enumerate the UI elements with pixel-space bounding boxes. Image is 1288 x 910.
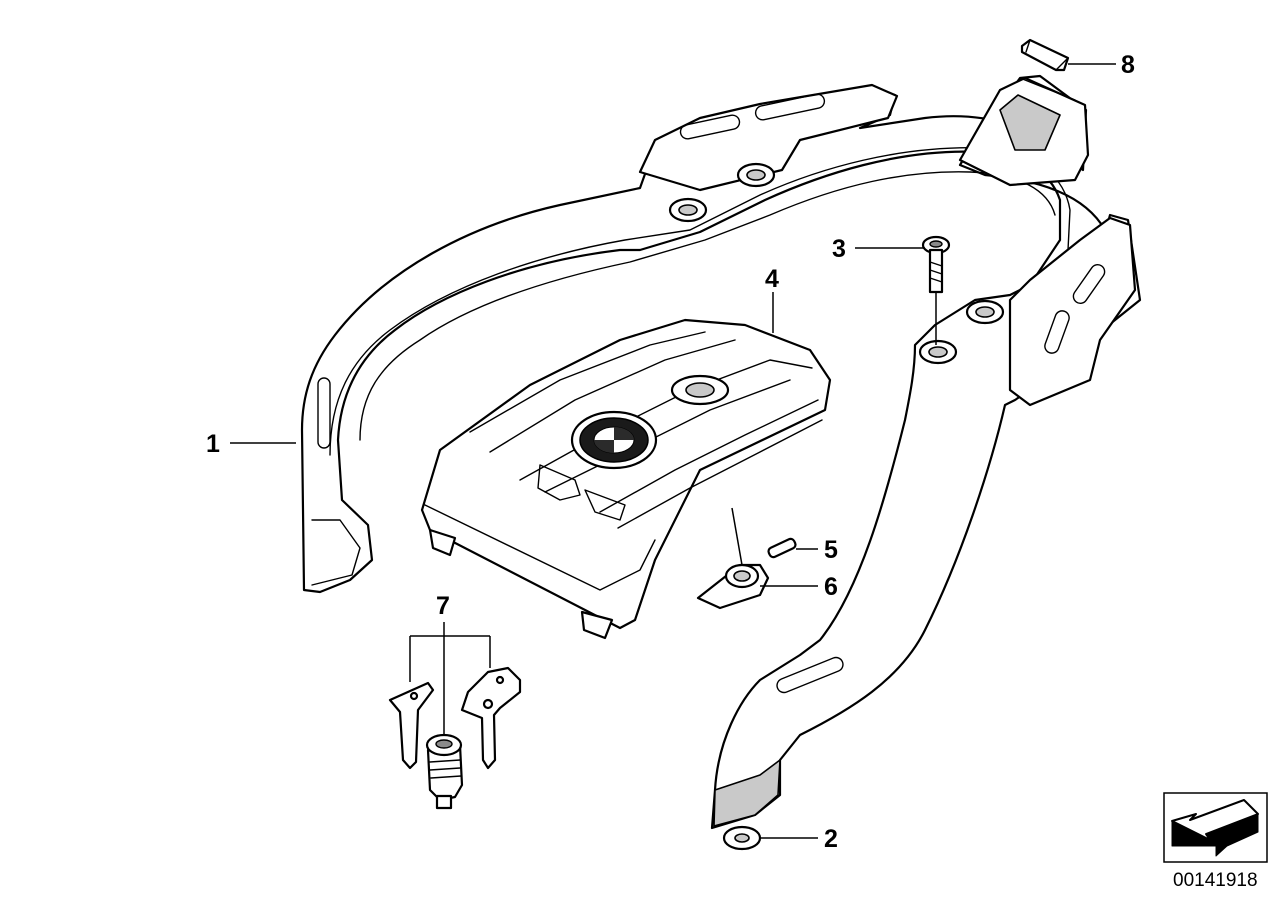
pin [767,537,797,559]
bmw-roundel [570,410,658,470]
callout-1: 1 [206,430,220,458]
callout-7: 7 [436,592,450,620]
leader-lines [230,63,1116,839]
callout-6: 6 [824,573,838,601]
clip [1020,38,1070,72]
callout-5: 5 [824,536,838,564]
document-number: 00141918 [1173,870,1258,891]
callout-2: 2 [824,825,838,853]
direction-arrow-icon [1163,792,1268,863]
lock-set [388,622,522,810]
screw [921,235,951,294]
callout-labels: 1 2 3 4 5 6 7 8 [206,51,1135,853]
callout-3: 3 [832,235,846,263]
washer [722,825,762,851]
locking-latch [696,563,770,610]
callout-8: 8 [1121,51,1135,79]
grab-handle-frame [300,74,1142,830]
rack-plate [420,318,832,640]
callout-4: 4 [765,265,779,293]
